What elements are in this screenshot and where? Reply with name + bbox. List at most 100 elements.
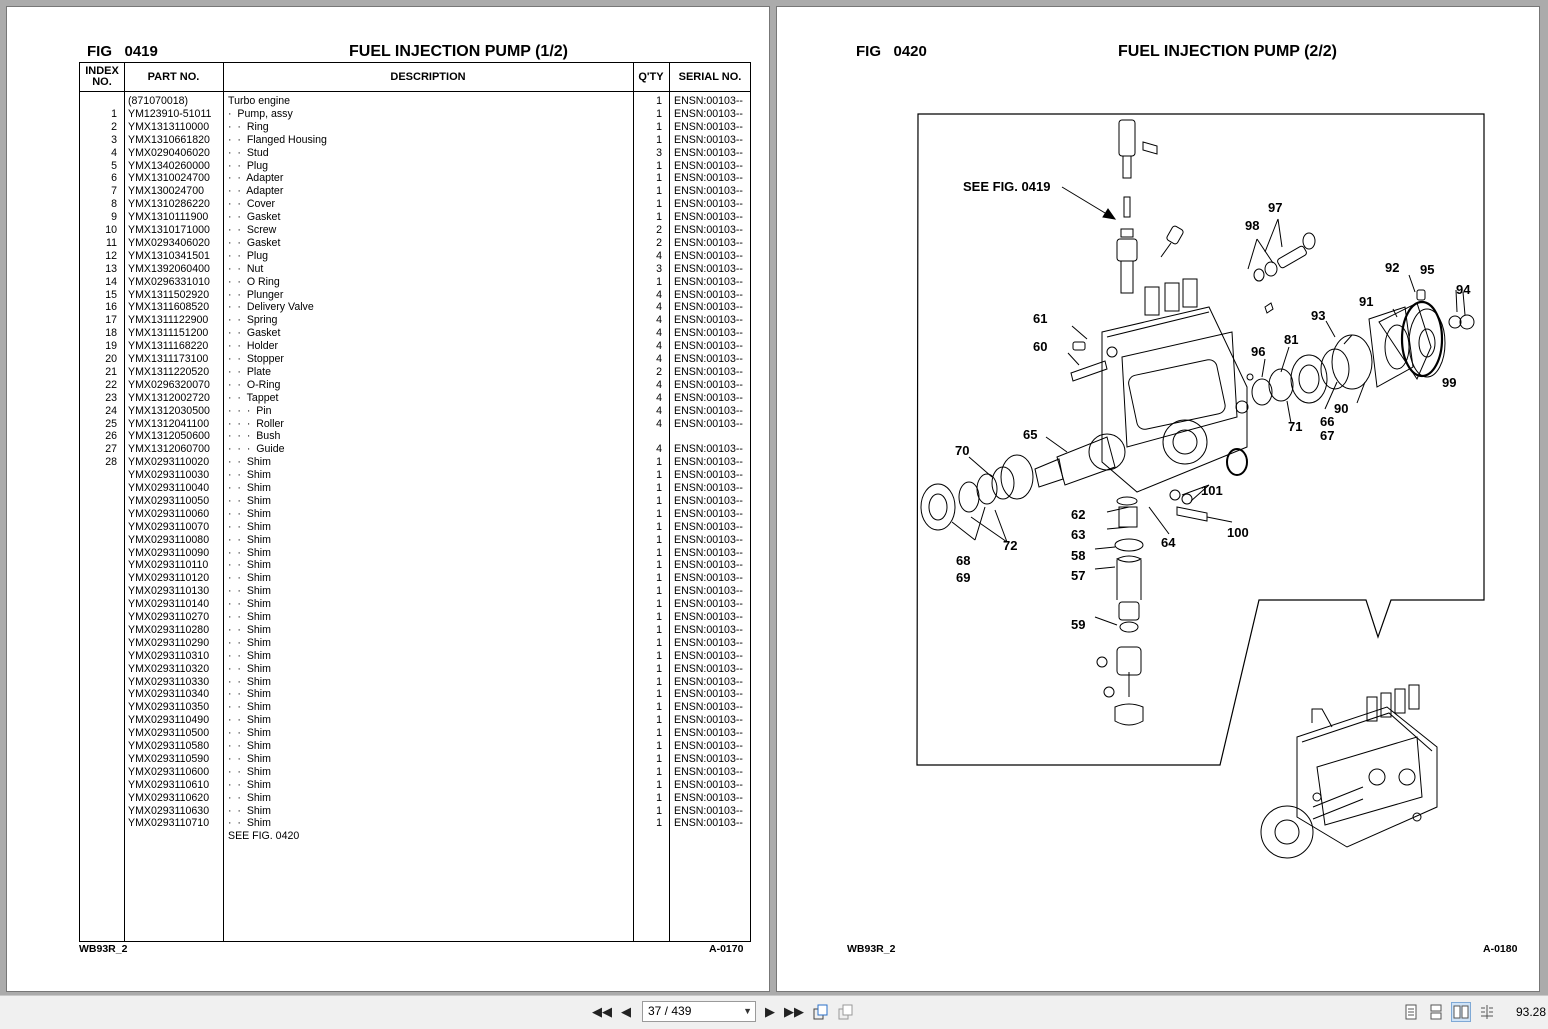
split-view-button[interactable] xyxy=(1477,1002,1497,1022)
index-cell: 25 xyxy=(105,417,117,430)
description-cell: · · Shim xyxy=(228,649,271,662)
serial-cell: ENSN:00103-- xyxy=(674,404,743,417)
qty-cell: 1 xyxy=(656,120,662,133)
part-number-cell: YMX0293110130 xyxy=(128,585,210,598)
serial-cell: ENSN:00103-- xyxy=(674,752,743,765)
part-number-cell: YMX1310111900 xyxy=(128,211,209,224)
serial-cell: ENSN:00103-- xyxy=(674,314,743,327)
serial-cell: ENSN:00103-- xyxy=(674,288,743,301)
qty-cell: 1 xyxy=(656,752,662,765)
callout-label: 100 xyxy=(1227,525,1249,540)
part-number-cell: YMX0293110490 xyxy=(128,714,210,727)
zoom-level[interactable]: 93.28 xyxy=(1516,1005,1547,1019)
page-number-select[interactable]: 37 / 439▼ xyxy=(642,1001,756,1022)
serial-cell: ENSN:00103-- xyxy=(674,598,743,611)
single-page-view-button[interactable] xyxy=(1401,1002,1421,1022)
serial-cell: ENSN:00103-- xyxy=(674,482,743,494)
part-number-cell: YMX0293110620 xyxy=(128,791,210,804)
description-cell: · · Shim xyxy=(228,752,271,765)
description-cell: SEE FIG. 0420 xyxy=(228,830,300,843)
description-cell: · · Shim xyxy=(228,559,271,572)
description-cell: · · Spring xyxy=(228,314,278,327)
description-cell: · · Holder xyxy=(228,340,279,353)
prev-page-button[interactable]: ◀ xyxy=(616,1002,636,1022)
description-cell: · · · Pin xyxy=(228,404,272,417)
serial-cell: ENSN:00103-- xyxy=(674,507,743,520)
description-cell: · · · Bush xyxy=(228,430,281,443)
part-number-cell: YMX1310171000 xyxy=(128,224,210,236)
part-number-cell: YMX1311502920 xyxy=(128,288,210,301)
part-number-cell: YMX130024700 xyxy=(128,185,204,198)
description-cell: · · Plate xyxy=(228,365,271,378)
serial-cell: ENSN:00103-- xyxy=(674,133,743,146)
single-page-icon xyxy=(1405,1004,1417,1020)
description-cell: · · Shim xyxy=(228,482,271,494)
description-cell: · · O-Ring xyxy=(228,378,281,391)
callout-label: 58 xyxy=(1071,548,1085,563)
copy-button[interactable] xyxy=(836,1002,856,1022)
footer-page-code: A-0170 xyxy=(709,943,744,955)
part-number-cell: YMX0293110290 xyxy=(128,636,210,649)
two-page-view-button[interactable] xyxy=(1451,1002,1471,1022)
serial-cell: ENSN:00103-- xyxy=(674,740,743,752)
description-cell: · · Adapter xyxy=(228,185,284,198)
part-number-cell: YMX0293110580 xyxy=(128,740,210,752)
part-number-cell: YMX1340260000 xyxy=(128,159,210,172)
viewer-toolbar: ◀◀ ◀ 37 / 439▼ ▶ ▶▶ 93.28 xyxy=(0,995,1548,1029)
part-number-cell: YMX0293406020 xyxy=(128,236,210,249)
description-cell: · · Gasket xyxy=(228,211,281,224)
serial-cell: ENSN:00103-- xyxy=(674,765,743,778)
callout-label: 63 xyxy=(1071,527,1085,542)
rotate-button[interactable] xyxy=(811,1002,831,1022)
part-number-cell: YMX0290406020 xyxy=(128,146,210,159)
part-number-cell: YMX0293110020 xyxy=(128,456,210,469)
description-cell: · · Shim xyxy=(228,688,271,701)
serial-cell: ENSN:00103-- xyxy=(674,559,743,572)
qty-cell: 4 xyxy=(656,378,662,391)
index-cell: 22 xyxy=(105,378,117,391)
index-cell: 20 xyxy=(105,353,117,365)
index-cell: 24 xyxy=(105,404,117,417)
description-cell: · · Shim xyxy=(228,623,271,636)
next-page-button[interactable]: ▶ xyxy=(760,1002,780,1022)
description-cell: · · Shim xyxy=(228,727,271,740)
description-cell: · · Shim xyxy=(228,675,271,688)
last-page-button[interactable]: ▶▶ xyxy=(784,1002,804,1022)
description-cell: Turbo engine xyxy=(228,95,291,107)
description-cell: · · Shim xyxy=(228,520,271,533)
serial-cell: ENSN:00103-- xyxy=(674,623,743,636)
serial-cell: ENSN:00103-- xyxy=(674,95,743,107)
page-indicator: 37 / 439 xyxy=(648,1004,692,1018)
part-number-cell: YMX0293110270 xyxy=(128,611,210,623)
qty-cell: 4 xyxy=(656,443,662,456)
qty-cell: 4 xyxy=(656,404,662,417)
first-page-button[interactable]: ◀◀ xyxy=(592,1002,612,1022)
qty-cell: 1 xyxy=(656,107,662,120)
description-cell: · · Plug xyxy=(228,159,269,172)
part-number-cell: YMX0293110140 xyxy=(128,598,210,611)
continuous-view-button[interactable] xyxy=(1426,1002,1446,1022)
part-number-cell: YMX0293110060 xyxy=(128,507,210,520)
callout-label: 61 xyxy=(1033,311,1047,326)
callout-label: 90 xyxy=(1334,401,1348,416)
qty-cell: 1 xyxy=(656,623,662,636)
qty-cell: 1 xyxy=(656,520,662,533)
qty-cell: 1 xyxy=(656,133,662,146)
part-number-cell: YMX0293110090 xyxy=(128,546,210,559)
table-row: SEE FIG. 0420 xyxy=(80,830,750,843)
qty-cell: 1 xyxy=(656,482,662,494)
